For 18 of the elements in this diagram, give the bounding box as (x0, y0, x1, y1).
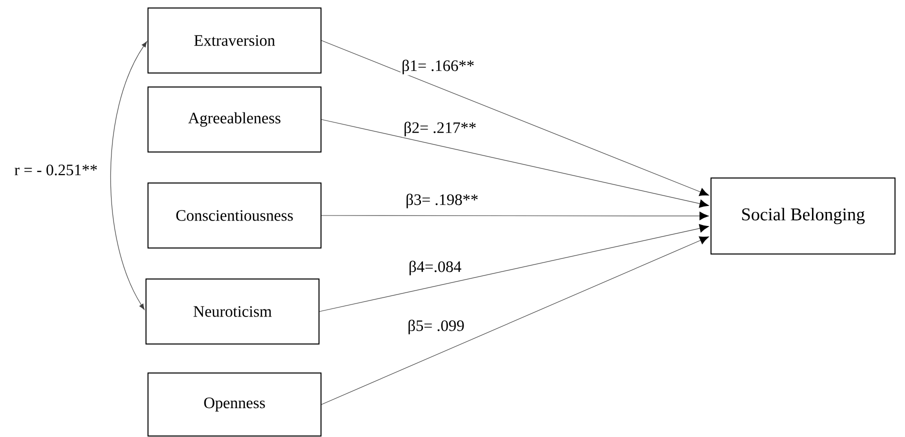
arrow (319, 224, 709, 312)
edge-label: β2= .217** (404, 122, 476, 136)
variable-box: Neuroticism (146, 278, 320, 344)
arrow (321, 212, 709, 220)
variable-box: Agreeableness (148, 86, 322, 152)
edge-label: β4=.084 (410, 260, 462, 276)
arrow (321, 40, 709, 196)
arrow (321, 119, 709, 208)
edge-label: β1= .166** (402, 60, 474, 74)
variable-box: Openness (148, 372, 322, 436)
edge-label: β5= .099 (408, 320, 464, 334)
double-headed-arrow (110, 41, 148, 310)
variable-box: Conscientiousness (148, 182, 322, 248)
arrow (321, 236, 709, 405)
edge-label: β3= .198** (406, 194, 478, 208)
edge-label: r = - 0.251** (14, 164, 97, 176)
variable-box: Extraversion (148, 8, 322, 74)
variable-box: Social Belonging (710, 178, 896, 254)
